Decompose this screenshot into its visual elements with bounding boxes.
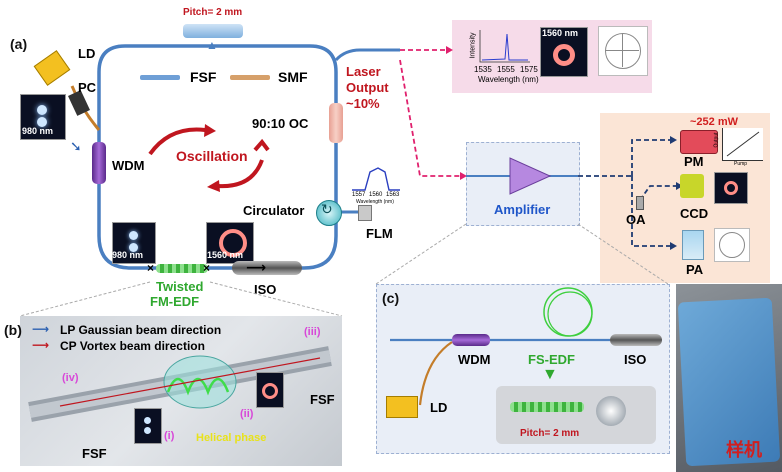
wdm-label: WDM (112, 158, 145, 173)
legend-cp-label: CP Vortex beam direction (60, 339, 205, 353)
panel-c-isolator (610, 334, 662, 346)
fsf-legend-swatch (140, 75, 180, 80)
twisted-fiber-sample (183, 24, 243, 38)
pump-arrow-icon: ➘ (70, 138, 82, 154)
mode-980-left-label: 980 nm (22, 126, 54, 136)
panel-c-laser-diode (386, 396, 418, 418)
marker-i: (i) (164, 430, 175, 442)
spectrum-tick-1: 1535 (474, 65, 492, 74)
power-curve-plot (722, 128, 763, 161)
twisted-edf-label-2: FM-EDF (150, 294, 200, 309)
flm-mirror (358, 205, 372, 221)
laser-output-line-1: Laser (346, 64, 381, 79)
panel-c-iso-label: ISO (624, 352, 647, 367)
marker-ii: (ii) (240, 408, 254, 420)
isolator (232, 261, 302, 275)
pa-label: PA (686, 262, 704, 277)
output-mode-image (540, 27, 588, 77)
laser-output-line-2: Output (346, 80, 389, 95)
legend-lp-label: LP Gaussian beam direction (60, 323, 222, 337)
output-mode-label: 1560 nm (542, 28, 579, 38)
panel-a-letter: (a) (10, 36, 28, 52)
up-arrow-icon: ▲ (206, 38, 218, 52)
splice-marker-left: × (147, 261, 155, 275)
ccd-mode-image (714, 172, 748, 204)
amplifier-label: Amplifier (494, 202, 551, 217)
spectrum-tick-3: 1575 (520, 65, 538, 74)
splice-marker-right: × (203, 261, 211, 275)
fs-edf-twisted-fiber (510, 402, 584, 412)
oc-label: 90:10 OC (252, 116, 309, 131)
flm-tick-3: 1563 (386, 192, 400, 198)
power-meter-device (680, 130, 718, 154)
mode-980-bottom-image (112, 222, 156, 264)
twisted-edf-label-1: Twisted (156, 279, 204, 294)
flm-tick-2: 1560 (369, 192, 383, 198)
pm-pump-label: Pump (734, 161, 748, 167)
mode-980-bottom-label: 980 nm (112, 250, 144, 260)
mode-980-left-image (20, 94, 66, 140)
fsf-right-label: FSF (310, 392, 335, 407)
power-label: ~252 mW (690, 116, 738, 128)
polarization-analyzer (682, 230, 704, 260)
fsf-left-label: FSF (82, 446, 107, 461)
spectrum-xlabel: Wavelength (nm) (478, 75, 539, 84)
panel-c-letter: (c) (382, 290, 400, 306)
panel-c-fs-edf-label: FS-EDF (528, 352, 575, 367)
flm-tick-1: 1557 (352, 192, 366, 198)
panel-b-letter: (b) (4, 322, 22, 338)
isolator-arrow-icon: ⟶ (246, 259, 267, 275)
panel-c-wdm-label: WDM (458, 352, 491, 367)
panel-c-wdm (452, 334, 490, 346)
polarization-sphere (598, 26, 648, 76)
mode-1560-bottom-image (206, 222, 254, 264)
pm-output-label: Output (713, 132, 720, 148)
laser-diode (33, 50, 71, 86)
oa-label: OA (626, 212, 646, 227)
oscillation-label: Oscillation (176, 148, 248, 164)
fs-edf-inset (496, 386, 656, 444)
twisted-fm-edf (156, 264, 208, 273)
ccd-camera (680, 174, 704, 198)
marker-iii: (iii) (304, 326, 321, 338)
wdm-coupler (92, 142, 106, 184)
iso-label: ISO (254, 282, 277, 297)
circulator-arrow-icon: ↻ (321, 201, 333, 217)
spectrum-tick-2: 1555 (497, 65, 515, 74)
circulator-label: Circulator (243, 203, 305, 218)
panel-c-ld-label: LD (430, 400, 448, 415)
smf-legend-label: SMF (278, 69, 308, 85)
panel-c-pitch-label: Pitch= 2 mm (520, 428, 580, 439)
fsf-legend-label: FSF (190, 69, 217, 85)
spectrum-ylabel: Intensity (469, 32, 477, 59)
ccd-label: CCD (680, 206, 709, 221)
helical-phase-label: Helical phase (196, 432, 267, 444)
laser-output-line-3: ~10% (346, 96, 380, 111)
optical-attenuator (636, 196, 644, 210)
output-mode-screen (256, 372, 284, 408)
legend-cp-arrow-icon: ⟶ (32, 338, 50, 352)
flm-label: FLM (366, 226, 393, 241)
circulator (316, 200, 342, 226)
flm-xlabel: Wavelength (nm) (356, 199, 394, 205)
pa-sphere (714, 228, 750, 262)
mode-1560-bottom-label: 1560 nm (207, 250, 244, 260)
output-coupler (329, 103, 343, 143)
pm-label: PM (684, 154, 704, 169)
marker-iv: (iv) (62, 372, 79, 384)
smf-legend-swatch (230, 75, 270, 80)
pc-label: PC (78, 80, 97, 95)
legend-lp-arrow-icon: ⟶ (32, 322, 50, 336)
down-arrow-icon: ▼ (542, 366, 558, 383)
pitch-label-top: Pitch= 2 mm (183, 7, 243, 18)
input-mode-screen (134, 408, 162, 444)
ld-label: LD (78, 46, 96, 61)
prototype-label: 样机 (726, 440, 762, 461)
fs-edf-cross-section (596, 396, 626, 426)
